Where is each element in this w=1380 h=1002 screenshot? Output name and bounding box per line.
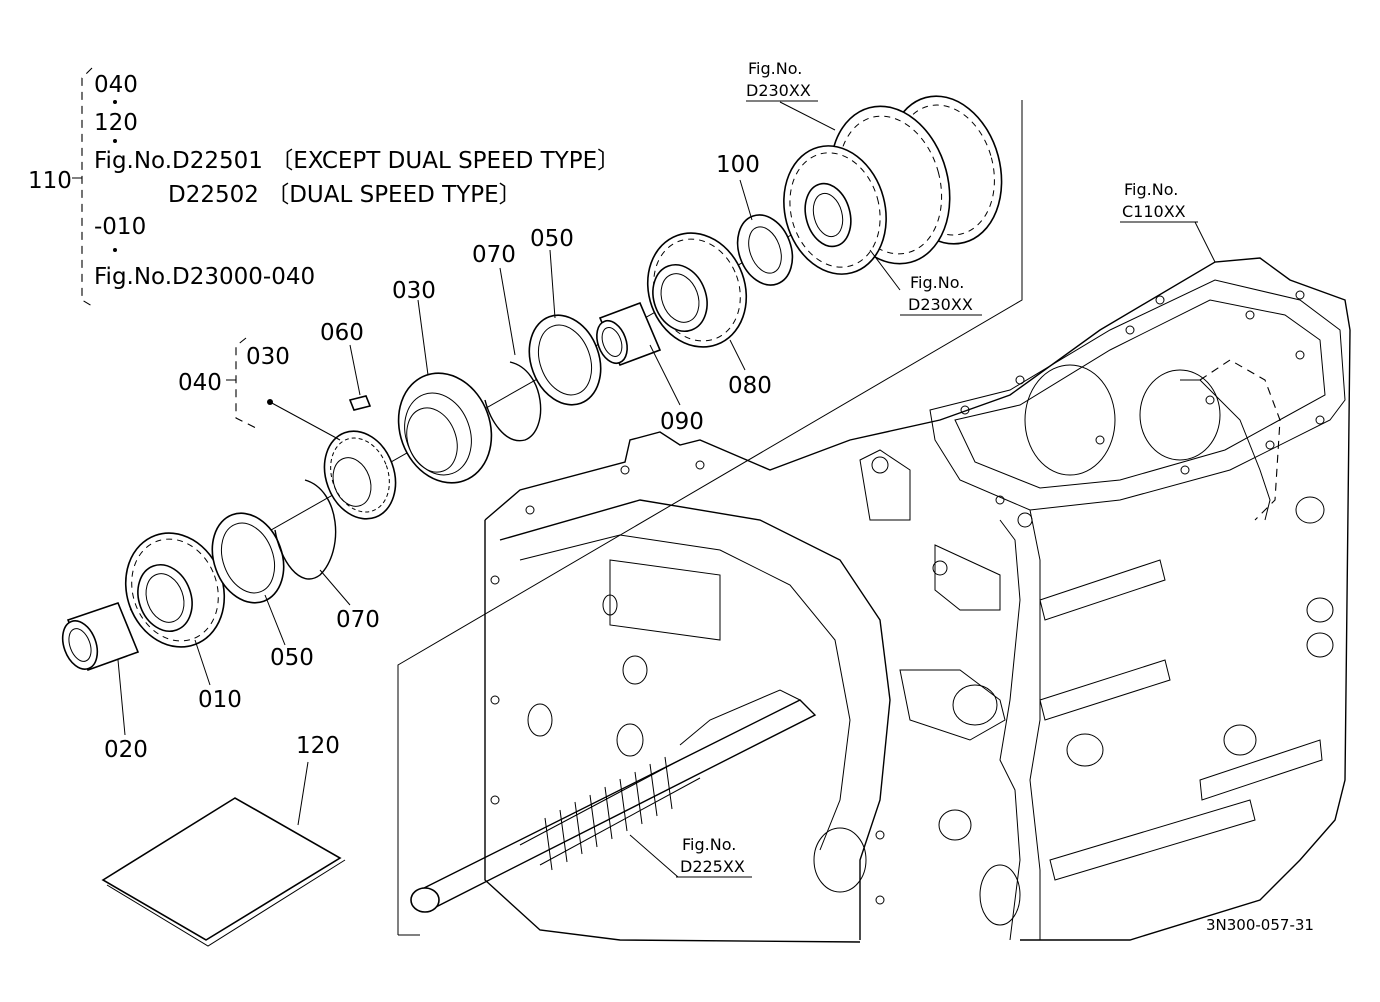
part-090-needle-bearing bbox=[596, 301, 662, 367]
part-060-key bbox=[348, 395, 372, 411]
part-labels: 020 010 050 070 060 030 070 050 090 080 … bbox=[104, 152, 772, 763]
part-070-circlip-lower bbox=[274, 479, 337, 580]
part-040-synchronizer-hub bbox=[323, 430, 397, 520]
ref-top-label: Fig.No. bbox=[748, 59, 802, 78]
group-number-110: 110 bbox=[28, 168, 72, 194]
ref-mid-code: D230XX bbox=[908, 295, 973, 314]
part-label-090: 090 bbox=[660, 409, 704, 435]
leader-lines bbox=[117, 101, 1216, 878]
tree-line-120: 120 bbox=[94, 110, 138, 136]
part-label-010: 010 bbox=[198, 687, 242, 713]
ref-bottom-code: D225XX bbox=[680, 857, 745, 876]
part-010-gear bbox=[124, 532, 226, 648]
sub-group-number-040: 040 bbox=[178, 370, 222, 396]
assembly-bracket-110 bbox=[72, 67, 93, 307]
drawing-code: 3N300-057-31 bbox=[1206, 916, 1314, 934]
part-label-060: 060 bbox=[320, 320, 364, 346]
part-070-circlip-upper bbox=[484, 361, 542, 442]
part-080-gear bbox=[646, 232, 748, 348]
ref-right-label: Fig.No. bbox=[1124, 180, 1178, 199]
part-label-070-upper: 070 bbox=[472, 242, 516, 268]
tree-line-fig-d22501: Fig.No.D22501 〔EXCEPT DUAL SPEED TYPE〕 bbox=[94, 148, 620, 174]
ref-bottom-label: Fig.No. bbox=[682, 835, 736, 854]
tree-line-fig-d23000: Fig.No.D23000-040 bbox=[94, 264, 315, 290]
part-100-thrust-washer bbox=[736, 214, 794, 286]
part-label-020: 020 bbox=[104, 737, 148, 763]
part-050-synchronizer-ring-lower bbox=[211, 512, 285, 604]
part-label-080: 080 bbox=[728, 373, 772, 399]
part-030-coupler-sleeve bbox=[397, 372, 493, 484]
sub-tree-line-030: 030 bbox=[246, 344, 290, 370]
part-020-needle-bearing bbox=[61, 602, 140, 672]
cross-references: Fig.No. D230XX Fig.No. D230XX Fig.No. C1… bbox=[676, 59, 1198, 878]
assembly-bracket-040 bbox=[226, 337, 257, 429]
part-label-100: 100 bbox=[716, 152, 760, 178]
reference-gear-cluster bbox=[783, 95, 1003, 275]
part-label-050-upper: 050 bbox=[530, 226, 574, 252]
exploded-view-frame bbox=[397, 100, 1023, 936]
tree-line-040: 040 bbox=[94, 72, 138, 98]
part-050-synchronizer-ring-upper bbox=[528, 314, 602, 406]
part-120-document-sheet bbox=[101, 797, 346, 947]
ref-right-code: C110XX bbox=[1122, 202, 1186, 221]
tree-line-010: -010 bbox=[94, 214, 146, 240]
tree-line-fig-d22502: D22502 〔DUAL SPEED TYPE〕 bbox=[168, 182, 522, 208]
ref-mid-label: Fig.No. bbox=[910, 273, 964, 292]
part-label-030: 030 bbox=[392, 278, 436, 304]
part-label-070-lower: 070 bbox=[336, 607, 380, 633]
part-label-050-lower: 050 bbox=[270, 645, 314, 671]
transmission-case bbox=[410, 257, 1351, 943]
part-label-120: 120 bbox=[296, 733, 340, 759]
ref-top-code: D230XX bbox=[746, 81, 811, 100]
assembly-tree: 110 040 120 Fig.No.D22501 〔EXCEPT DUAL S… bbox=[28, 72, 620, 396]
